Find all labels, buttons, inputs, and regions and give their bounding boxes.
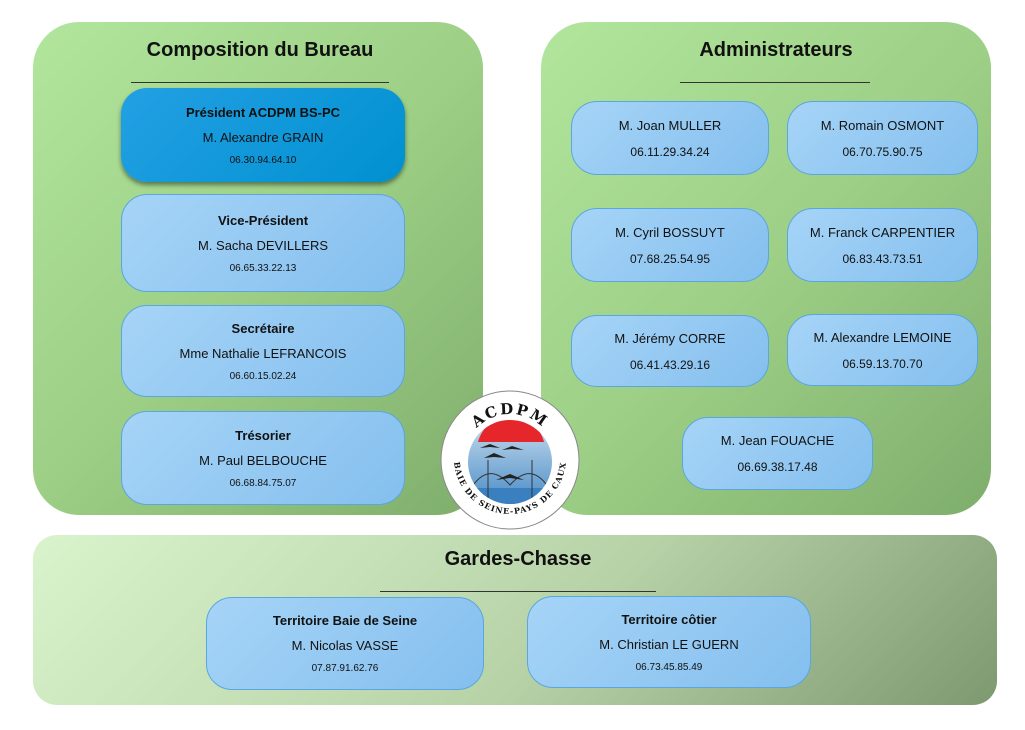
phone: 06.41.43.29.16 [629,357,711,372]
divider [131,82,389,83]
admin-card: M. Alexandre LEMOINE 06.59.13.70.70 [787,314,978,386]
member-name: M. Romain OSMONT [820,117,945,133]
garde-card: Territoire côtier M. Christian LE GUERN … [527,596,811,688]
member-name: M. Nicolas VASSE [291,638,399,653]
admin-card: M. Joan MULLER 06.11.29.34.24 [571,101,769,175]
phone: 07.87.91.62.76 [311,663,379,674]
phone: 06.59.13.70.70 [842,356,923,371]
admin-card: M. Cyril BOSSUYT 07.68.25.54.95 [571,208,769,282]
phone: 06.73.45.85.49 [635,661,703,673]
phone: 06.68.84.75.07 [229,477,297,489]
member-name: M. Alexandre LEMOINE [813,329,952,345]
gardes-panel [33,535,997,705]
garde-card: Territoire Baie de Seine M. Nicolas VASS… [206,597,484,690]
phone: 06.30.94.64.10 [229,154,297,166]
bureau-card-treasurer: Trésorier M. Paul BELBOUCHE 06.68.84.75.… [121,411,405,505]
member-name: M. Christian LE GUERN [599,636,739,652]
bureau-card-vice-president: Vice-Président M. Sacha DEVILLERS 06.65.… [121,194,405,292]
role: Territoire Baie de Seine [272,613,418,628]
phone: 06.60.15.02.24 [229,370,297,382]
admin-card: M. Jérémy CORRE 06.41.43.29.16 [571,315,769,387]
phone: 06.69.38.17.48 [737,460,818,474]
role: Vice-Président [217,212,309,228]
admin-card: M. Franck CARPENTIER 06.83.43.73.51 [787,208,978,282]
member-name: Mme Nathalie LEFRANCOIS [179,345,347,361]
member-name: M. Franck CARPENTIER [809,224,956,240]
divider [680,82,870,83]
bureau-card-president: Président ACDPM BS-PC M. Alexandre GRAIN… [121,88,405,182]
bureau-card-secretary: Secrétaire Mme Nathalie LEFRANCOIS 06.60… [121,305,405,397]
phone: 06.83.43.73.51 [842,251,923,266]
phone: 06.11.29.34.24 [630,144,710,159]
member-name: M. Paul BELBOUCHE [199,452,327,468]
divider [380,591,656,592]
member-name: M. Cyril BOSSUYT [615,224,725,240]
admin-card: M. Romain OSMONT 06.70.75.90.75 [787,101,978,175]
bureau-title: Composition du Bureau [146,39,374,61]
role: Territoire côtier [621,611,717,627]
role: Secrétaire [231,320,295,336]
acdpm-logo: ACDPM BAIE DE SEINE-PAYS DE CAUX [440,390,580,530]
member-name: M. Alexandre GRAIN [202,129,324,145]
member-name: M. Jean FOUACHE [720,433,835,448]
member-name: M. Sacha DEVILLERS [197,237,329,253]
member-name: M. Jérémy CORRE [614,330,726,346]
admin-card: M. Jean FOUACHE 06.69.38.17.48 [682,417,873,490]
role: Président ACDPM BS-PC [185,104,341,120]
phone: 06.65.33.22.13 [229,262,297,274]
member-name: M. Joan MULLER [618,117,722,133]
role: Trésorier [235,427,291,443]
admins-title: Administrateurs [699,39,853,61]
phone: 07.68.25.54.95 [629,251,711,266]
gardes-title: Gardes-Chasse [444,548,592,570]
phone: 06.70.75.90.75 [842,144,923,159]
